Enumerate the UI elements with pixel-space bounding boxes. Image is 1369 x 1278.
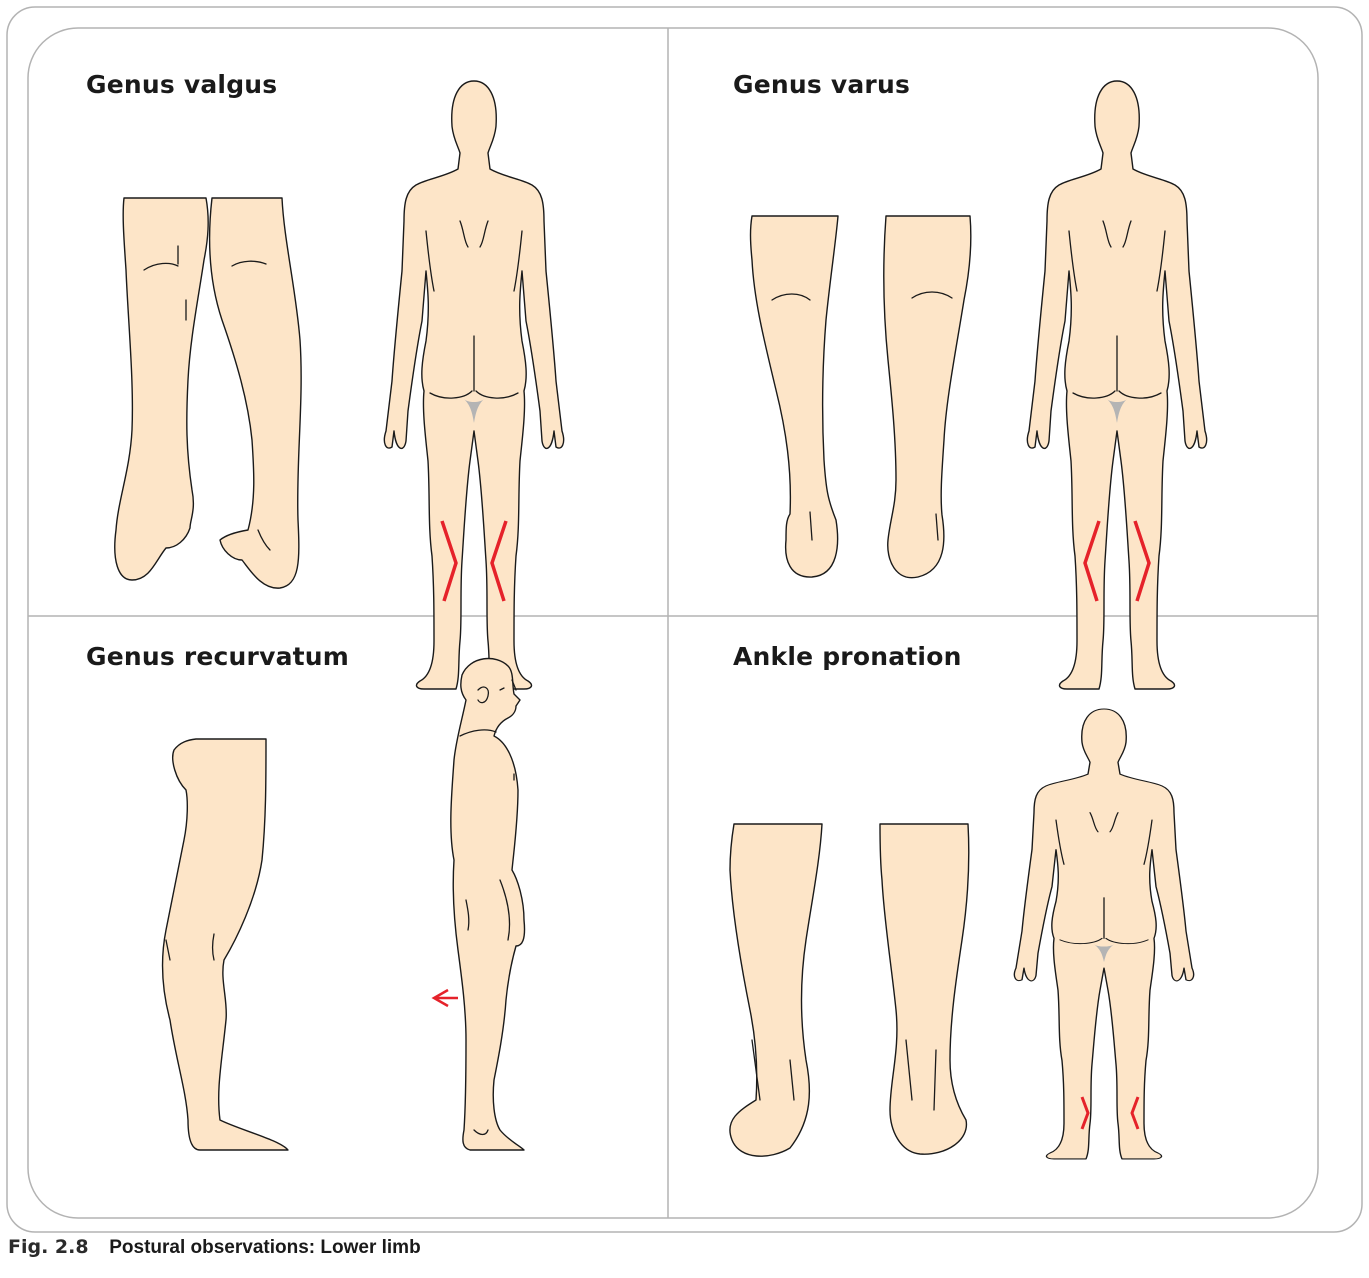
title-ankle-pronation: Ankle pronation [733,642,962,671]
recurvatum-body-illustration [434,659,525,1150]
pronation-legs-illustration [730,824,969,1156]
varus-body-illustration [1027,81,1206,689]
varus-legs-illustration [751,216,971,578]
valgus-body-illustration [384,81,563,689]
figure-caption: Fig. 2.8 Postural observations: Lower li… [8,1236,421,1259]
recurvatum-leg-illustration [163,739,288,1150]
valgus-legs-illustration [115,198,301,588]
title-genus-varus: Genus varus [733,70,910,99]
title-genus-valgus: Genus valgus [86,70,277,99]
title-genus-recurvatum: Genus recurvatum [86,642,349,671]
pronation-body-illustration [1014,709,1193,1159]
figure-number: Fig. 2.8 [8,1236,89,1258]
figure-caption-text: Postural observations: Lower limb [109,1237,420,1258]
